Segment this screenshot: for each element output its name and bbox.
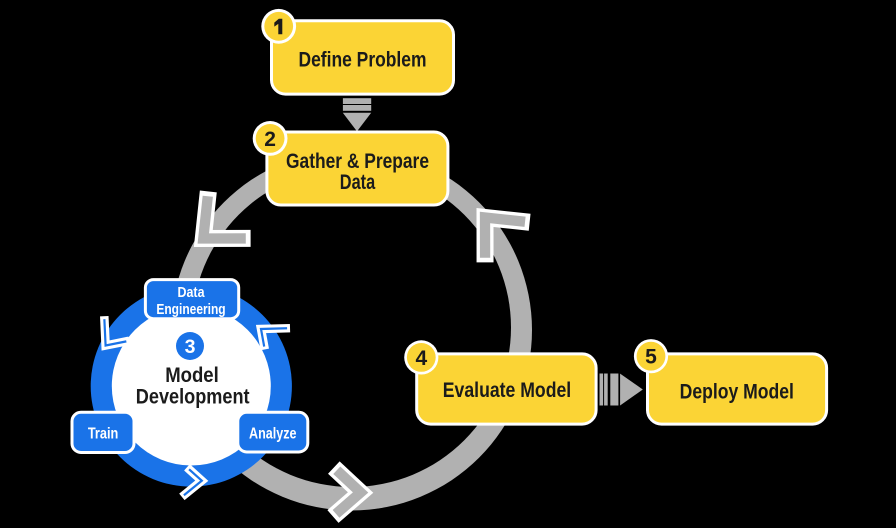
- svg-text:Development: Development: [136, 386, 250, 409]
- svg-text:Data: Data: [178, 285, 206, 301]
- svg-text:Model: Model: [165, 364, 219, 387]
- svg-text:Analyze: Analyze: [249, 425, 297, 442]
- svg-text:Engineering: Engineering: [156, 302, 225, 318]
- svg-text:Evaluate Model: Evaluate Model: [443, 379, 571, 402]
- svg-text:3: 3: [185, 336, 196, 358]
- svg-text:4: 4: [415, 347, 427, 370]
- svg-text:Train: Train: [88, 425, 119, 442]
- svg-text:Define Problem: Define Problem: [299, 48, 427, 71]
- svg-text:Gather & Prepare: Gather & Prepare: [286, 150, 429, 173]
- svg-text:2: 2: [264, 128, 276, 151]
- svg-text:Deploy Model: Deploy Model: [680, 381, 794, 404]
- svg-text:5: 5: [645, 346, 657, 369]
- svg-text:Data: Data: [340, 171, 376, 194]
